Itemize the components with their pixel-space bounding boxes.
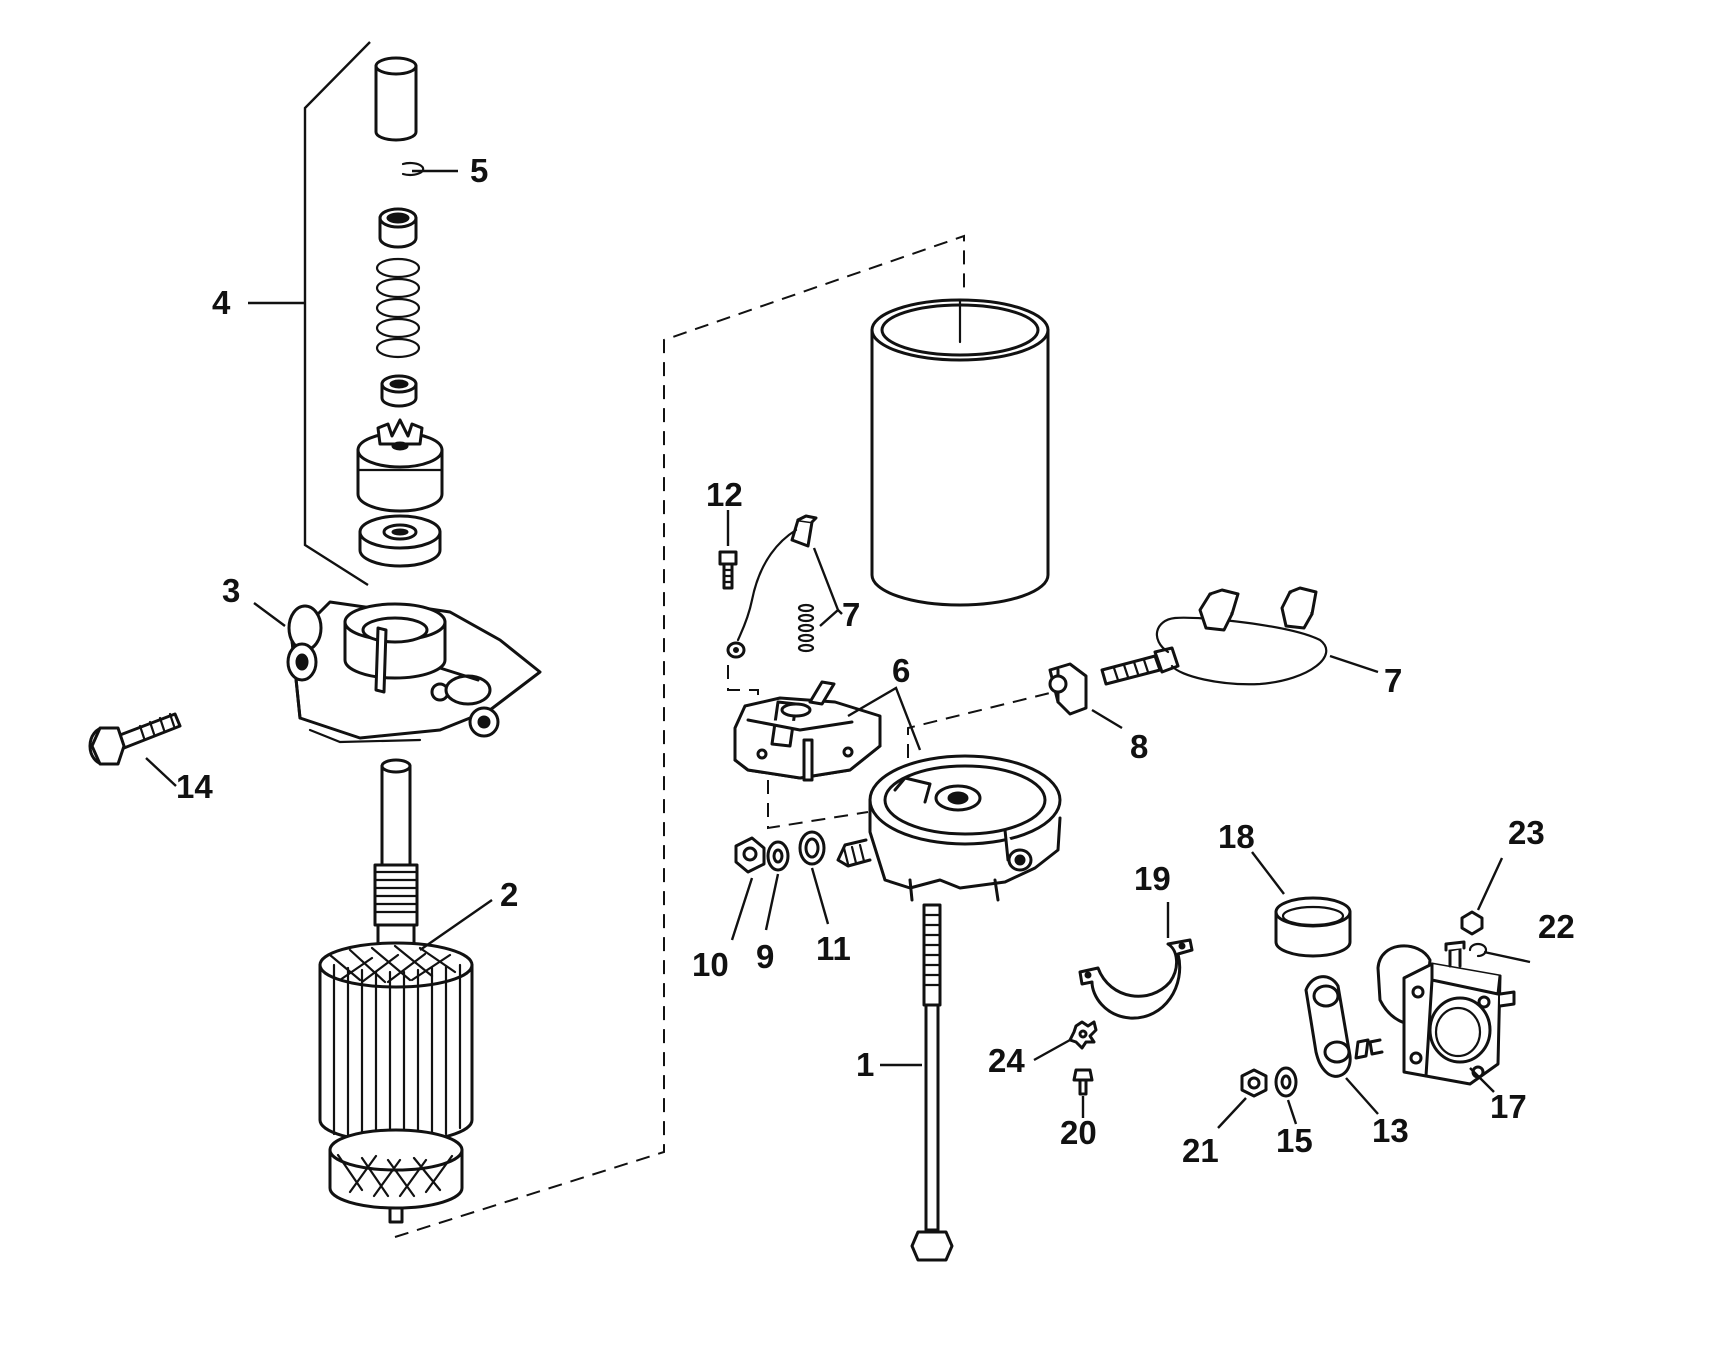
terminal-brush-assembly bbox=[1100, 586, 1379, 686]
callout-5: 5 bbox=[470, 152, 488, 189]
callout-14: 14 bbox=[176, 768, 213, 805]
callout-10: 10 bbox=[692, 946, 729, 983]
solenoid-gasket bbox=[1304, 975, 1379, 1115]
drive-cap bbox=[374, 56, 418, 142]
drive-spring bbox=[375, 257, 421, 359]
callout-21: 21 bbox=[1182, 1132, 1219, 1169]
drive-assembly-bracket bbox=[248, 41, 371, 587]
terminal-insulator bbox=[1048, 662, 1123, 730]
brush-holder bbox=[733, 680, 922, 782]
callout-2: 2 bbox=[500, 876, 518, 913]
brush-wire-lead bbox=[726, 514, 818, 659]
callout-6: 6 bbox=[892, 652, 910, 689]
solenoid-nut-small bbox=[1460, 857, 1504, 936]
callout-1: 1 bbox=[856, 1046, 874, 1083]
brush-screw bbox=[718, 510, 738, 590]
drive-lower-collar bbox=[380, 374, 418, 408]
solenoid-clamp bbox=[1078, 902, 1194, 1020]
terminal-boot bbox=[1251, 851, 1352, 958]
armature bbox=[318, 758, 493, 1224]
clamp-screw bbox=[1072, 1068, 1094, 1118]
drive-end-cap bbox=[253, 600, 542, 744]
callout-7-right: 7 bbox=[1384, 662, 1402, 699]
callout-3: 3 bbox=[222, 572, 240, 609]
callout-9: 9 bbox=[756, 938, 774, 975]
callout-11: 11 bbox=[816, 930, 851, 967]
solenoid bbox=[1354, 940, 1516, 1093]
drive-collar bbox=[378, 207, 418, 249]
callout-labels: 1 2 3 4 5 6 7 7 8 9 10 11 12 13 14 15 17… bbox=[176, 152, 1575, 1169]
callout-20: 20 bbox=[1060, 1114, 1097, 1151]
terminal-nut bbox=[730, 836, 766, 941]
pinion-gear bbox=[356, 418, 444, 513]
field-frame bbox=[870, 298, 1050, 607]
callout-7-left: 7 bbox=[842, 596, 860, 633]
solenoid-lock-washer-small bbox=[1468, 942, 1531, 964]
callout-12: 12 bbox=[706, 476, 743, 513]
commutator-end-cap bbox=[836, 754, 1062, 902]
brush-springs bbox=[797, 547, 843, 653]
clamp-lock-washer bbox=[1033, 1020, 1098, 1062]
retaining-ring bbox=[401, 161, 458, 177]
callout-22: 22 bbox=[1538, 908, 1575, 945]
thrust-washer bbox=[358, 514, 442, 568]
terminal-washer-a bbox=[764, 840, 790, 931]
callout-15: 15 bbox=[1276, 1122, 1313, 1159]
callout-17: 17 bbox=[1490, 1088, 1527, 1125]
callout-23: 23 bbox=[1508, 814, 1545, 851]
callout-13: 13 bbox=[1372, 1112, 1409, 1149]
terminal-washer-b bbox=[798, 830, 830, 925]
solenoid-star-washer bbox=[1274, 1066, 1298, 1125]
callout-18: 18 bbox=[1218, 818, 1255, 855]
callout-24: 24 bbox=[988, 1042, 1025, 1079]
through-bolt-short bbox=[88, 712, 182, 787]
callout-19: 19 bbox=[1134, 860, 1171, 897]
through-bolt-long bbox=[880, 903, 954, 1262]
callout-8: 8 bbox=[1130, 728, 1148, 765]
callout-4: 4 bbox=[212, 284, 231, 321]
solenoid-nut bbox=[1217, 1068, 1268, 1129]
